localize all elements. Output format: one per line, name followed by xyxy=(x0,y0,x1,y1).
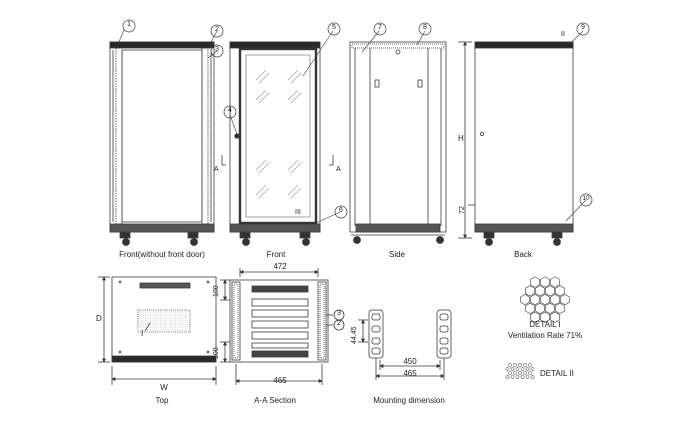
dim-section-100-top: 100 xyxy=(213,285,220,297)
honeycomb-cell xyxy=(535,302,545,314)
ventilation-dot xyxy=(520,367,525,371)
ventilation-dot xyxy=(513,371,517,375)
detail-ii-title: DETAIL II xyxy=(540,369,574,378)
callout-4: 4 xyxy=(228,107,232,114)
callout-10: 10 xyxy=(582,195,590,202)
ventilation-dot xyxy=(508,363,512,367)
detail-i-marker: I xyxy=(141,329,144,338)
ventilation-dot xyxy=(505,367,510,371)
detail-ii-dots xyxy=(505,363,535,379)
ventilation-dot xyxy=(525,367,530,371)
dim-height: H xyxy=(458,134,464,143)
honeycomb-cell xyxy=(540,294,550,306)
section-marker-right: A xyxy=(336,166,341,173)
ventilation-dot xyxy=(523,363,527,367)
honeycomb-cell xyxy=(540,311,550,323)
honeycomb-cell xyxy=(520,294,530,306)
honeycomb-cell xyxy=(525,302,535,314)
callout-leaders xyxy=(117,29,587,224)
caption-section: A-A Section xyxy=(254,396,296,405)
callout-2: 2 xyxy=(215,26,219,33)
top-view xyxy=(98,276,217,385)
front-without-door-view xyxy=(109,41,215,246)
honeycomb-cell xyxy=(545,285,555,297)
section-marker-left: A xyxy=(214,166,219,173)
caption-front-without-door: Front(without front door) xyxy=(119,250,205,259)
front-view xyxy=(221,41,334,246)
side-view xyxy=(349,41,447,244)
honeycomb-cell xyxy=(550,311,560,323)
honeycomb-cell xyxy=(525,285,535,297)
ventilation-dot xyxy=(528,371,532,375)
honeycomb-cell xyxy=(530,276,540,288)
dim-base: 72 xyxy=(459,206,466,214)
caption-side: Side xyxy=(388,250,406,259)
honeycomb-cell xyxy=(550,276,560,288)
back-view xyxy=(458,41,574,246)
section-callout-2: 2 xyxy=(337,320,341,327)
honeycomb-cell xyxy=(530,294,540,306)
dim-section-472: 472 xyxy=(273,262,287,271)
honeycomb-cell xyxy=(540,276,550,288)
caption-back: Back xyxy=(514,250,532,259)
honeycomb-cell xyxy=(555,285,565,297)
caption-mounting: Mounting dimension xyxy=(373,396,445,405)
honeycomb-cell xyxy=(555,302,565,314)
mounting-view xyxy=(358,309,452,380)
callout-7: 7 xyxy=(378,24,382,31)
detail-i-honeycomb xyxy=(520,276,570,323)
ventilation-dot xyxy=(513,363,517,367)
section-view xyxy=(220,268,345,385)
callout-8: 8 xyxy=(423,24,427,31)
dim-mount-450: 450 xyxy=(403,357,417,366)
honeycomb-cell xyxy=(530,311,540,323)
ventilation-dot xyxy=(530,367,535,371)
ventilation-dot xyxy=(530,375,535,379)
honeycomb-cell xyxy=(560,294,570,306)
ventilation-dot xyxy=(508,371,512,375)
ventilation-dot xyxy=(518,363,522,367)
honeycomb-cell xyxy=(545,302,555,314)
detail-i-title: DETAIL I xyxy=(529,320,561,329)
dim-mount-465: 465 xyxy=(403,369,417,378)
detail-ii-marker: II xyxy=(561,31,565,38)
dim-mount-44-45: 44.45 xyxy=(351,326,358,344)
section-callout-3: 3 xyxy=(337,310,341,317)
ventilation-dot xyxy=(505,375,510,379)
ventilation-dot xyxy=(515,375,520,379)
ventilation-dot xyxy=(528,363,532,367)
ventilation-dot xyxy=(523,371,527,375)
ventilation-dot xyxy=(515,367,520,371)
honeycomb-cell xyxy=(535,285,545,297)
callout-circles xyxy=(122,19,593,219)
dim-section-100-bottom: 100 xyxy=(213,347,220,359)
detail-iii-marker: III xyxy=(295,209,301,216)
ventilation-dot xyxy=(520,375,525,379)
ventilation-dot xyxy=(518,371,522,375)
honeycomb-cell xyxy=(550,294,560,306)
glass-reflection-marks xyxy=(255,69,302,199)
callout-9: 9 xyxy=(581,24,585,31)
ventilation-dot xyxy=(525,375,530,379)
callout-1: 1 xyxy=(127,21,131,28)
callout-5: 5 xyxy=(332,24,336,31)
ventilation-dot xyxy=(510,375,515,379)
ventilation-dot xyxy=(510,367,515,371)
dim-depth: D xyxy=(96,314,102,323)
dim-section-465: 465 xyxy=(273,376,287,385)
detail-i-note: Ventilation Rate 71% xyxy=(507,331,583,340)
callout-6: 6 xyxy=(339,207,343,214)
caption-top: Top xyxy=(155,396,169,405)
callout-3: 3 xyxy=(215,46,219,53)
caption-front: Front xyxy=(266,250,286,259)
dim-width: W xyxy=(160,383,168,392)
